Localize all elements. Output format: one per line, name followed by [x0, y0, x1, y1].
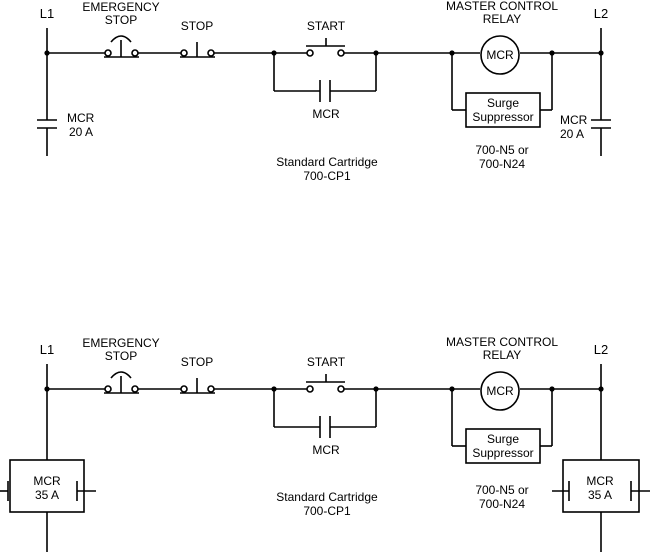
relay-label-2: RELAY — [483, 348, 521, 362]
master-control-relay-coil — [480, 371, 520, 411]
surge-part-number-2: 700-N24 — [479, 497, 525, 511]
relay-label: MASTER CONTROL — [446, 335, 558, 349]
mcr-contact-label: MCR — [312, 107, 340, 121]
right-mcr-contact-rating: 20 A — [560, 127, 584, 141]
l1-label: L1 — [40, 6, 54, 21]
cartridge-part-number: 700-CP1 — [303, 169, 351, 183]
l1-label: L1 — [40, 342, 54, 357]
cartridge-label: Standard Cartridge — [276, 155, 378, 169]
diagram-top: L1 L2 MCR 20 A MCR 20 A — [37, 0, 611, 183]
emergency-stop-label-2: STOP — [105, 349, 137, 363]
surge-part-number-2: 700-N24 — [479, 157, 525, 171]
mcr-holding-contact — [271, 50, 379, 102]
cartridge-part-number: 700-CP1 — [303, 504, 351, 518]
l2-label: L2 — [594, 6, 608, 21]
relay-coil-label: MCR — [486, 48, 514, 62]
right-mcr-contact-label: MCR — [560, 113, 588, 127]
left-mcr-contact-rating: 20 A — [69, 125, 93, 139]
master-control-relay-coil — [480, 35, 520, 75]
emergency-stop-button — [104, 35, 139, 58]
emergency-stop-label-2: STOP — [105, 13, 137, 27]
l2-label: L2 — [594, 342, 608, 357]
diagram-bottom: L1 L2 MCR 35 A MCR 35 A — [0, 335, 650, 552]
l1-rail — [37, 28, 57, 156]
emergency-stop-label: EMERGENCY — [82, 336, 159, 350]
relay-label: MASTER CONTROL — [446, 0, 558, 13]
left-mcr-contact-rating: 35 A — [35, 488, 59, 502]
emergency-stop-label: EMERGENCY — [82, 0, 159, 14]
surge-label: Surge — [487, 432, 519, 446]
l1-rail — [0, 364, 96, 552]
start-label: START — [307, 355, 346, 369]
start-button — [306, 38, 345, 57]
l2-rail — [591, 28, 611, 156]
start-button — [306, 374, 345, 393]
surge-label: Surge — [487, 96, 519, 110]
stop-button — [180, 42, 215, 58]
right-mcr-contact-label: MCR — [586, 474, 614, 488]
stop-label: STOP — [181, 355, 213, 369]
surge-label-2: Suppressor — [472, 446, 533, 460]
surge-suppressor — [449, 386, 555, 464]
relay-coil-label: MCR — [486, 384, 514, 398]
mcr-holding-contact — [271, 386, 379, 438]
stop-label: STOP — [181, 19, 213, 33]
relay-label-2: RELAY — [483, 12, 521, 26]
surge-suppressor — [449, 50, 555, 128]
left-mcr-contact-label: MCR — [33, 474, 61, 488]
right-mcr-contact-rating: 35 A — [588, 488, 612, 502]
surge-label-2: Suppressor — [472, 110, 533, 124]
stop-button — [180, 378, 215, 394]
cartridge-label: Standard Cartridge — [276, 490, 378, 504]
surge-part-number: 700-N5 or — [475, 483, 528, 497]
l2-rail — [552, 364, 650, 552]
surge-part-number: 700-N5 or — [475, 143, 528, 157]
left-mcr-contact-label: MCR — [67, 111, 95, 125]
emergency-stop-button — [104, 371, 139, 394]
start-label: START — [307, 19, 346, 33]
mcr-contact-label: MCR — [312, 443, 340, 457]
